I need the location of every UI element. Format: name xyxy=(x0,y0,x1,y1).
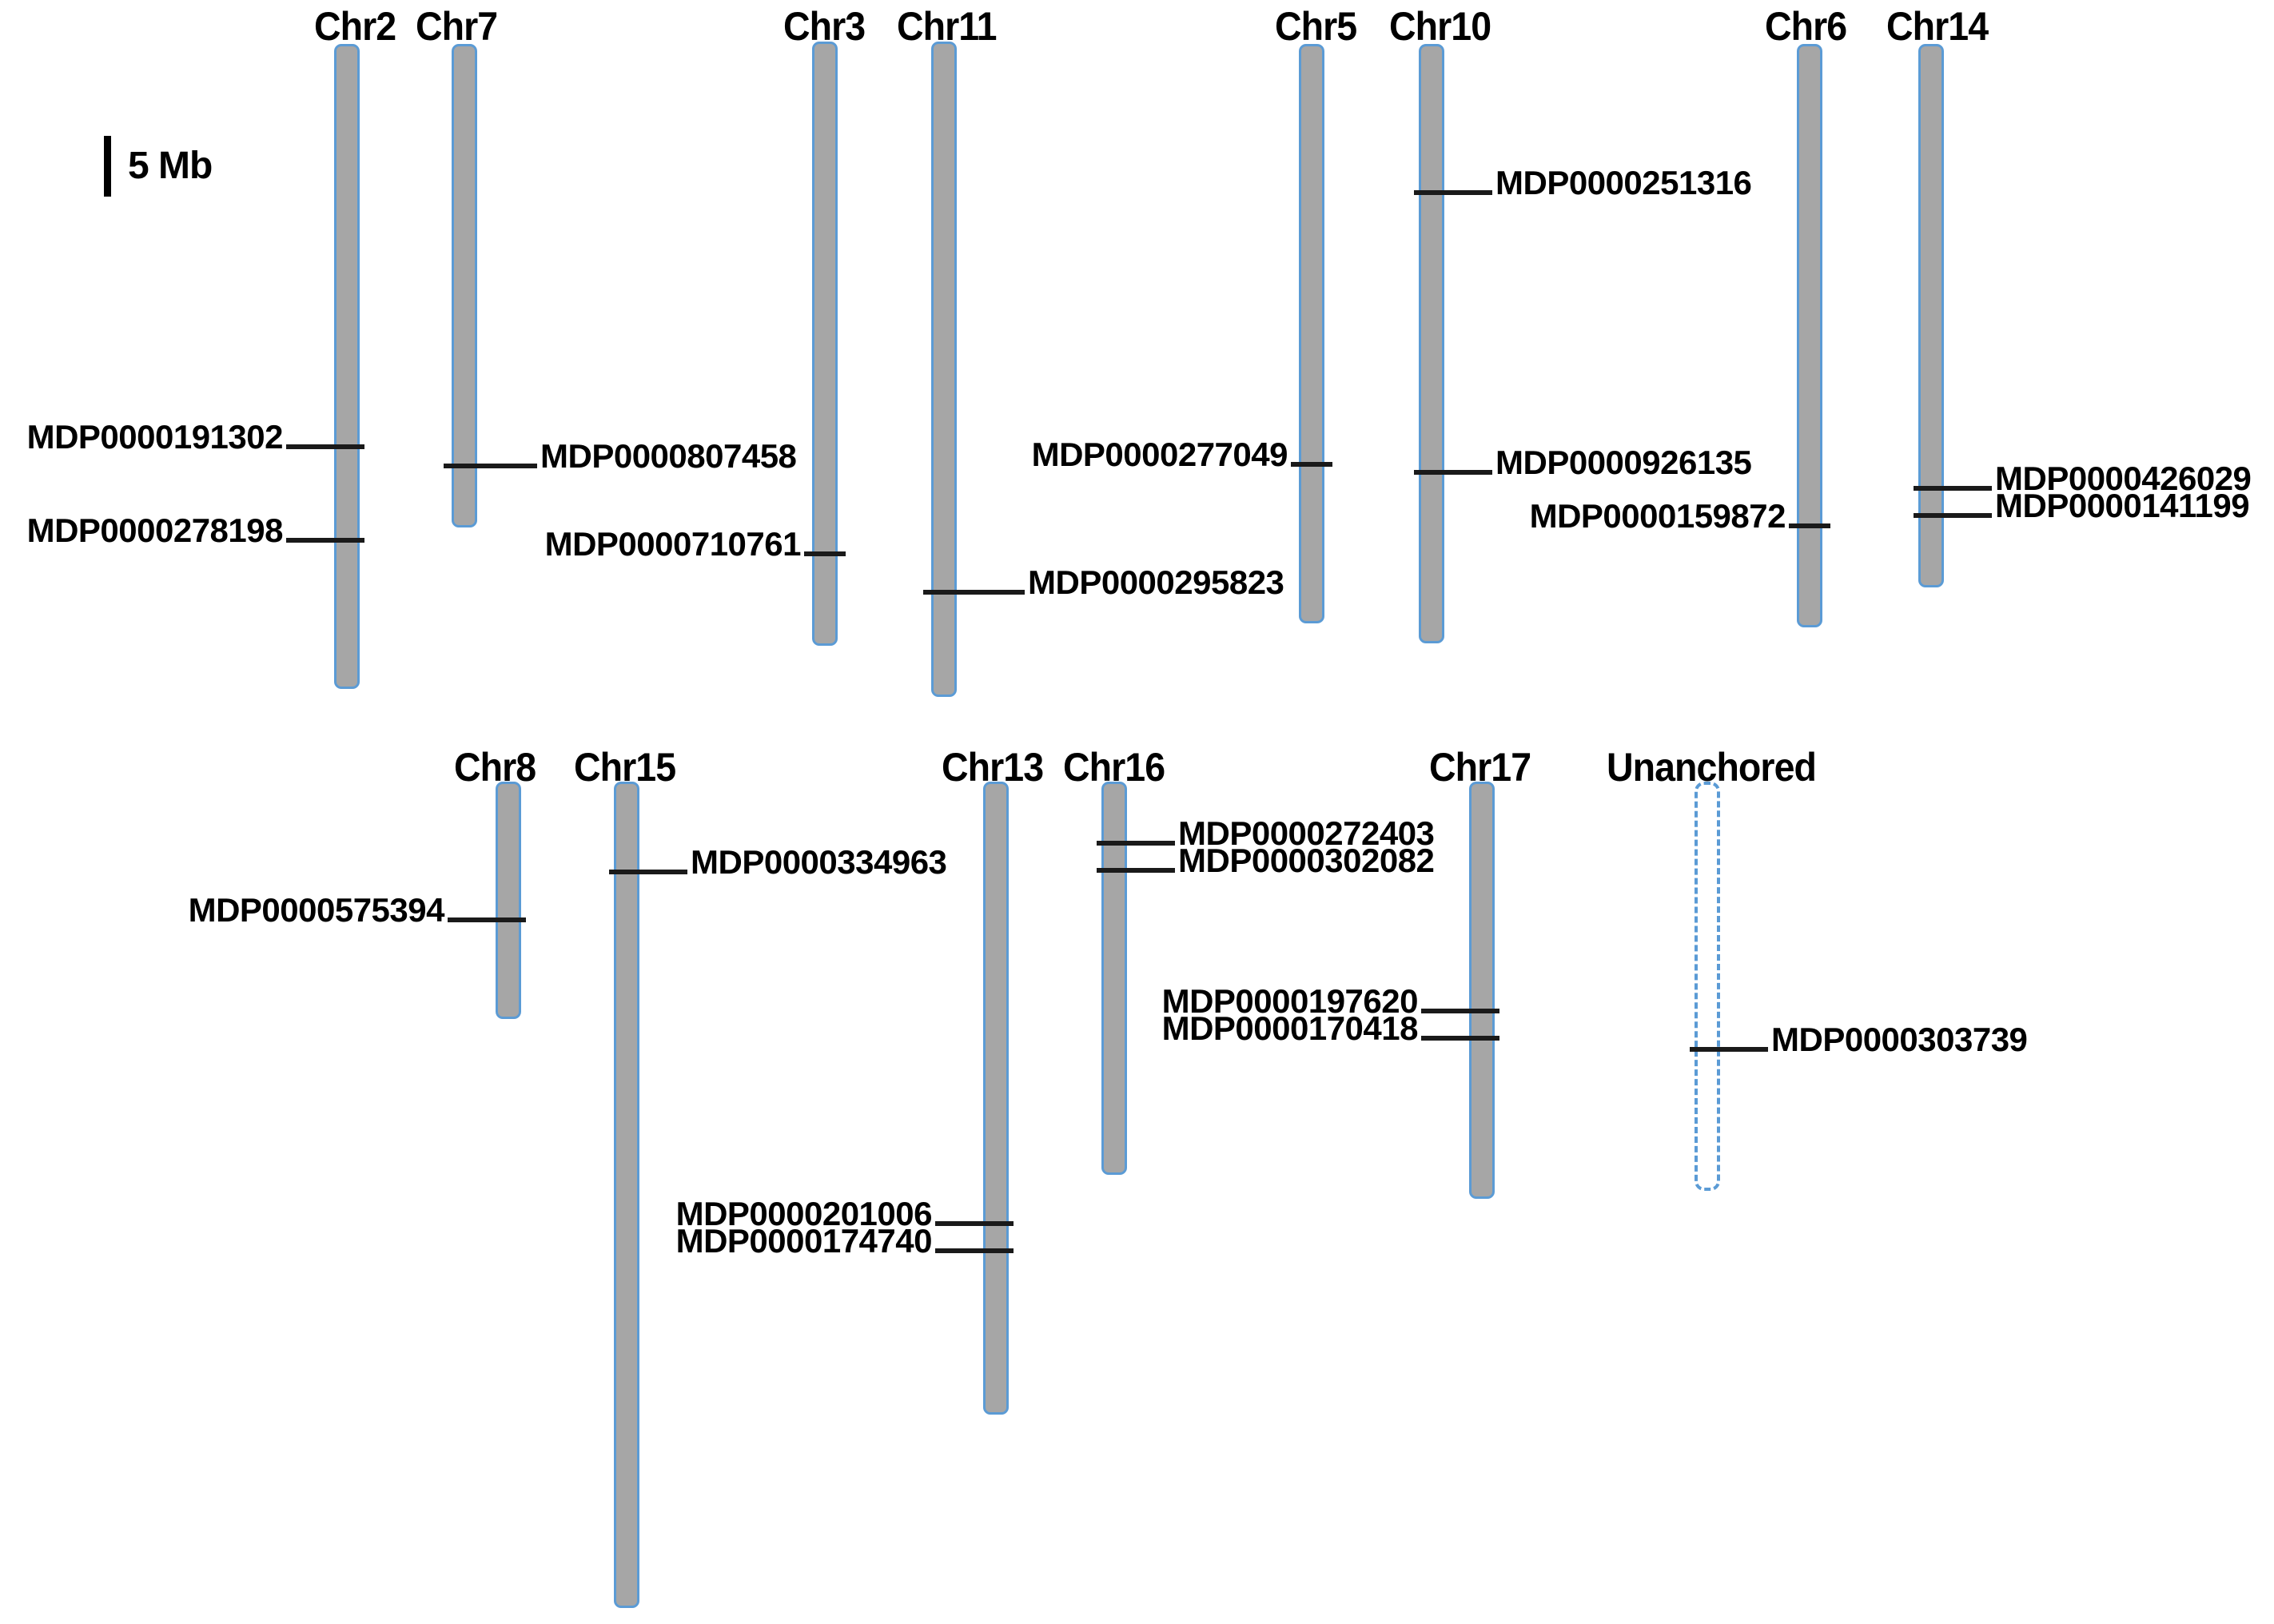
marker-label-mdp0000170418: MDP0000170418 xyxy=(1161,1009,1419,1047)
marker-label-mdp0000295823: MDP0000295823 xyxy=(1028,563,1284,601)
marker-label-mdp0000277049: MDP0000277049 xyxy=(1031,436,1288,473)
marker-tick-mdp0000201006[interactable] xyxy=(935,1221,1014,1226)
chromosome-bar-chr5[interactable] xyxy=(1299,44,1324,623)
marker-tick-mdp0000191302[interactable] xyxy=(286,444,364,449)
marker-label-mdp0000303739: MDP0000303739 xyxy=(1771,1021,2028,1058)
marker-tick-mdp0000278198[interactable] xyxy=(286,538,364,543)
chromosome-title-chr10: Chr10 xyxy=(1389,4,1491,49)
marker-tick-mdp0000170418[interactable] xyxy=(1421,1036,1499,1041)
marker-label-mdp0000201006: MDP0000201006 xyxy=(675,1195,933,1232)
marker-label-mdp0000191302: MDP0000191302 xyxy=(26,418,284,456)
chromosome-bar-chr2[interactable] xyxy=(334,44,360,689)
chromosome-title-chr17: Chr17 xyxy=(1429,745,1531,790)
chromosome-title-chr5: Chr5 xyxy=(1275,4,1357,49)
marker-tick-mdp0000277049[interactable] xyxy=(1291,462,1332,467)
marker-label-mdp0000159872: MDP0000159872 xyxy=(1529,497,1786,535)
marker-label-mdp0000302082: MDP0000302082 xyxy=(1178,842,1435,879)
marker-label-mdp0000251316: MDP0000251316 xyxy=(1495,164,1752,201)
marker-label-mdp0000272403: MDP0000272403 xyxy=(1178,814,1435,852)
scale-bar-line xyxy=(104,136,111,197)
marker-tick-mdp0000710761[interactable] xyxy=(804,551,846,556)
marker-label-mdp0000334963: MDP0000334963 xyxy=(691,843,947,881)
chromosome-bar-chr7[interactable] xyxy=(452,44,477,527)
chromosome-title-chr14: Chr14 xyxy=(1886,4,1989,49)
marker-tick-mdp0000272403[interactable] xyxy=(1097,841,1175,846)
marker-tick-mdp0000926135[interactable] xyxy=(1414,470,1492,475)
chromosome-bar-chr13[interactable] xyxy=(983,782,1009,1415)
marker-tick-mdp0000575394[interactable] xyxy=(448,917,526,922)
chromosome-bar-unanchored[interactable] xyxy=(1695,782,1720,1191)
marker-label-mdp0000278198: MDP0000278198 xyxy=(26,511,284,549)
marker-tick-mdp0000295823[interactable] xyxy=(923,590,1025,595)
chromosome-title-unanchored: Unanchored xyxy=(1607,745,1817,790)
chromosome-bar-chr6[interactable] xyxy=(1797,44,1822,627)
marker-tick-mdp0000302082[interactable] xyxy=(1097,868,1175,873)
marker-tick-mdp0000251316[interactable] xyxy=(1414,190,1492,195)
marker-label-mdp0000141199: MDP0000141199 xyxy=(1995,487,2250,524)
marker-tick-mdp0000159872[interactable] xyxy=(1789,523,1830,528)
marker-label-mdp0000575394: MDP0000575394 xyxy=(188,891,445,929)
chromosome-title-chr2: Chr2 xyxy=(314,4,396,49)
marker-label-mdp0000174740: MDP0000174740 xyxy=(675,1222,933,1260)
marker-tick-mdp0000174740[interactable] xyxy=(935,1248,1014,1253)
chromosome-title-chr13: Chr13 xyxy=(942,745,1044,790)
marker-label-mdp0000926135: MDP0000926135 xyxy=(1495,444,1752,481)
marker-tick-mdp0000141199[interactable] xyxy=(1914,513,1992,518)
chromosome-bar-chr17[interactable] xyxy=(1469,782,1495,1199)
chromosome-bar-chr10[interactable] xyxy=(1419,44,1444,643)
chromosome-title-chr15: Chr15 xyxy=(574,745,676,790)
chromosome-bar-chr15[interactable] xyxy=(614,782,639,1608)
chromosome-title-chr7: Chr7 xyxy=(416,4,498,49)
marker-tick-mdp0000807458[interactable] xyxy=(444,464,537,468)
marker-label-mdp0000807458: MDP0000807458 xyxy=(540,437,797,475)
chromosome-title-chr8: Chr8 xyxy=(454,745,536,790)
chromosome-bar-chr8[interactable] xyxy=(496,782,521,1019)
scale-bar-label: 5 Mb xyxy=(128,145,213,187)
marker-tick-mdp0000197620[interactable] xyxy=(1421,1009,1499,1013)
marker-label-mdp0000197620: MDP0000197620 xyxy=(1161,982,1419,1020)
chromosome-title-chr11: Chr11 xyxy=(897,4,998,49)
marker-label-mdp0000710761: MDP0000710761 xyxy=(544,525,802,563)
chromosome-bar-chr14[interactable] xyxy=(1918,44,1944,587)
marker-tick-mdp0000426029[interactable] xyxy=(1914,486,1992,491)
chromosome-bar-chr11[interactable] xyxy=(931,42,957,697)
marker-tick-mdp0000303739[interactable] xyxy=(1690,1047,1768,1052)
chromosome-bar-chr3[interactable] xyxy=(812,42,838,646)
chromosome-title-chr16: Chr16 xyxy=(1063,745,1165,790)
chromosome-bar-chr16[interactable] xyxy=(1101,782,1127,1175)
marker-label-mdp0000426029: MDP0000426029 xyxy=(1995,460,2252,497)
chromosome-title-chr6: Chr6 xyxy=(1765,4,1847,49)
chromosome-title-chr3: Chr3 xyxy=(783,4,866,49)
marker-tick-mdp0000334963[interactable] xyxy=(609,870,687,874)
